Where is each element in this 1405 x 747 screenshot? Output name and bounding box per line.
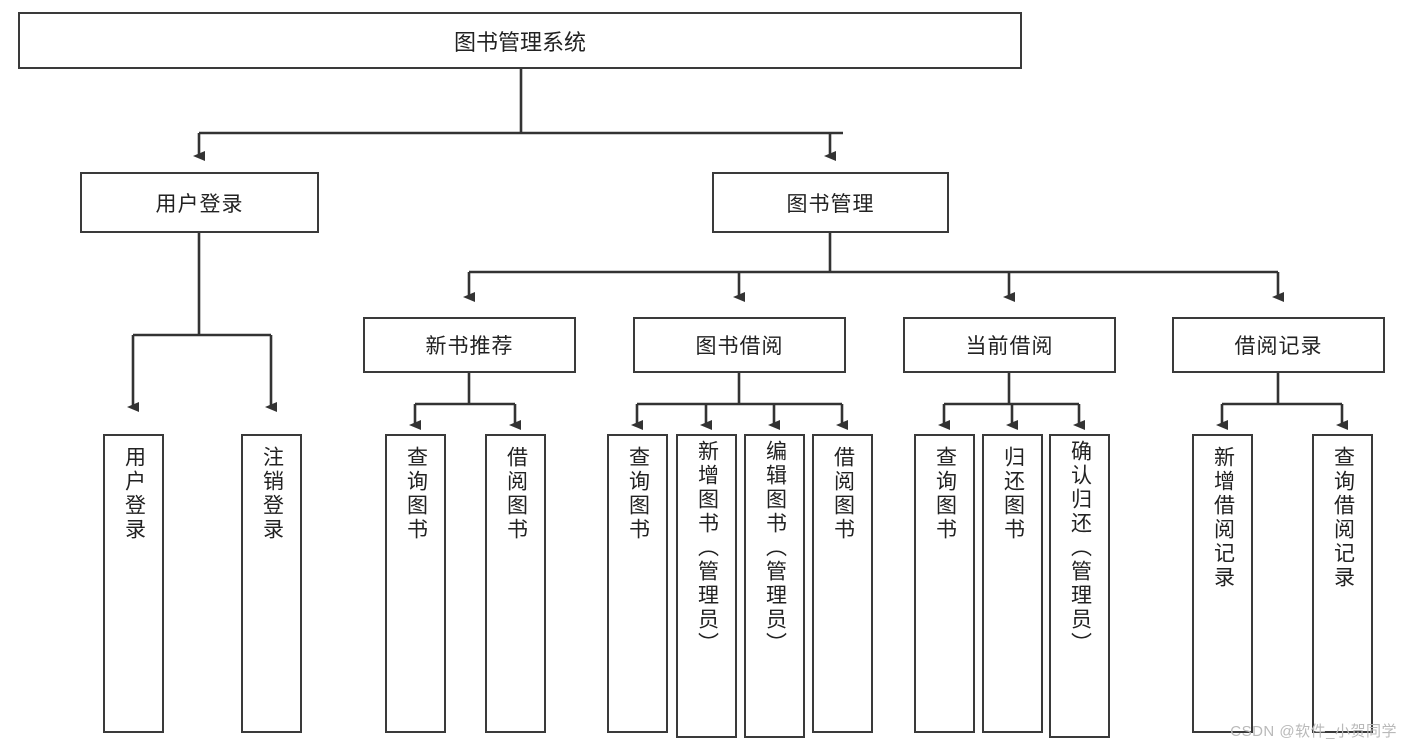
- node-book-borrow[interactable]: 图书借阅: [633, 317, 846, 373]
- node-user-login[interactable]: 用户登录: [80, 172, 319, 233]
- node-leaf-query-book-3-label: 查询图书: [933, 446, 957, 542]
- node-new-book-recommend[interactable]: 新书推荐: [363, 317, 576, 373]
- node-leaf-confirm-return[interactable]: 确认归还（管理员）: [1049, 434, 1110, 738]
- node-book-management[interactable]: 图书管理: [712, 172, 949, 233]
- node-leaf-add-book[interactable]: 新增图书（管理员）: [676, 434, 737, 738]
- node-borrow-record-label: 借阅记录: [1234, 335, 1323, 358]
- node-leaf-add-book-label: 新增图书（管理员）: [695, 440, 719, 656]
- node-current-borrow[interactable]: 当前借阅: [903, 317, 1116, 373]
- node-leaf-user-login[interactable]: 用户登录: [103, 434, 164, 733]
- node-root-label: 图书管理系统: [453, 29, 586, 55]
- node-leaf-query-book-3[interactable]: 查询图书: [914, 434, 975, 733]
- node-leaf-borrow-book-2[interactable]: 借阅图书: [812, 434, 873, 733]
- node-leaf-return-book-label: 归还图书: [1001, 446, 1025, 542]
- watermark: CSDN @软件_小贺同学: [1230, 723, 1397, 740]
- node-current-borrow-label: 当前借阅: [965, 335, 1054, 358]
- node-book-management-label: 图书管理: [786, 192, 875, 216]
- node-new-book-recommend-label: 新书推荐: [425, 335, 514, 358]
- node-leaf-borrow-book-1-label: 借阅图书: [504, 446, 528, 542]
- node-leaf-user-logout[interactable]: 注销登录: [241, 434, 302, 733]
- node-leaf-query-record-label: 查询借阅记录: [1331, 446, 1355, 590]
- node-leaf-query-record[interactable]: 查询借阅记录: [1312, 434, 1373, 733]
- node-root[interactable]: 图书管理系统: [18, 12, 1022, 69]
- node-leaf-query-book-1[interactable]: 查询图书: [385, 434, 446, 733]
- node-user-login-label: 用户登录: [155, 192, 244, 216]
- node-leaf-user-login-label: 用户登录: [122, 446, 146, 542]
- node-leaf-edit-book[interactable]: 编辑图书（管理员）: [744, 434, 805, 738]
- node-leaf-add-record[interactable]: 新增借阅记录: [1192, 434, 1253, 733]
- node-leaf-query-book-2-label: 查询图书: [626, 446, 650, 542]
- node-leaf-query-book-1-label: 查询图书: [404, 446, 428, 542]
- node-borrow-record[interactable]: 借阅记录: [1172, 317, 1385, 373]
- node-book-borrow-label: 图书借阅: [695, 335, 784, 358]
- node-leaf-borrow-book-1[interactable]: 借阅图书: [485, 434, 546, 733]
- node-leaf-borrow-book-2-label: 借阅图书: [831, 446, 855, 542]
- node-leaf-user-logout-label: 注销登录: [260, 446, 284, 542]
- node-leaf-edit-book-label: 编辑图书（管理员）: [763, 440, 787, 656]
- node-leaf-add-record-label: 新增借阅记录: [1211, 446, 1235, 590]
- node-leaf-return-book[interactable]: 归还图书: [982, 434, 1043, 733]
- node-leaf-query-book-2[interactable]: 查询图书: [607, 434, 668, 733]
- node-leaf-confirm-return-label: 确认归还（管理员）: [1068, 440, 1092, 656]
